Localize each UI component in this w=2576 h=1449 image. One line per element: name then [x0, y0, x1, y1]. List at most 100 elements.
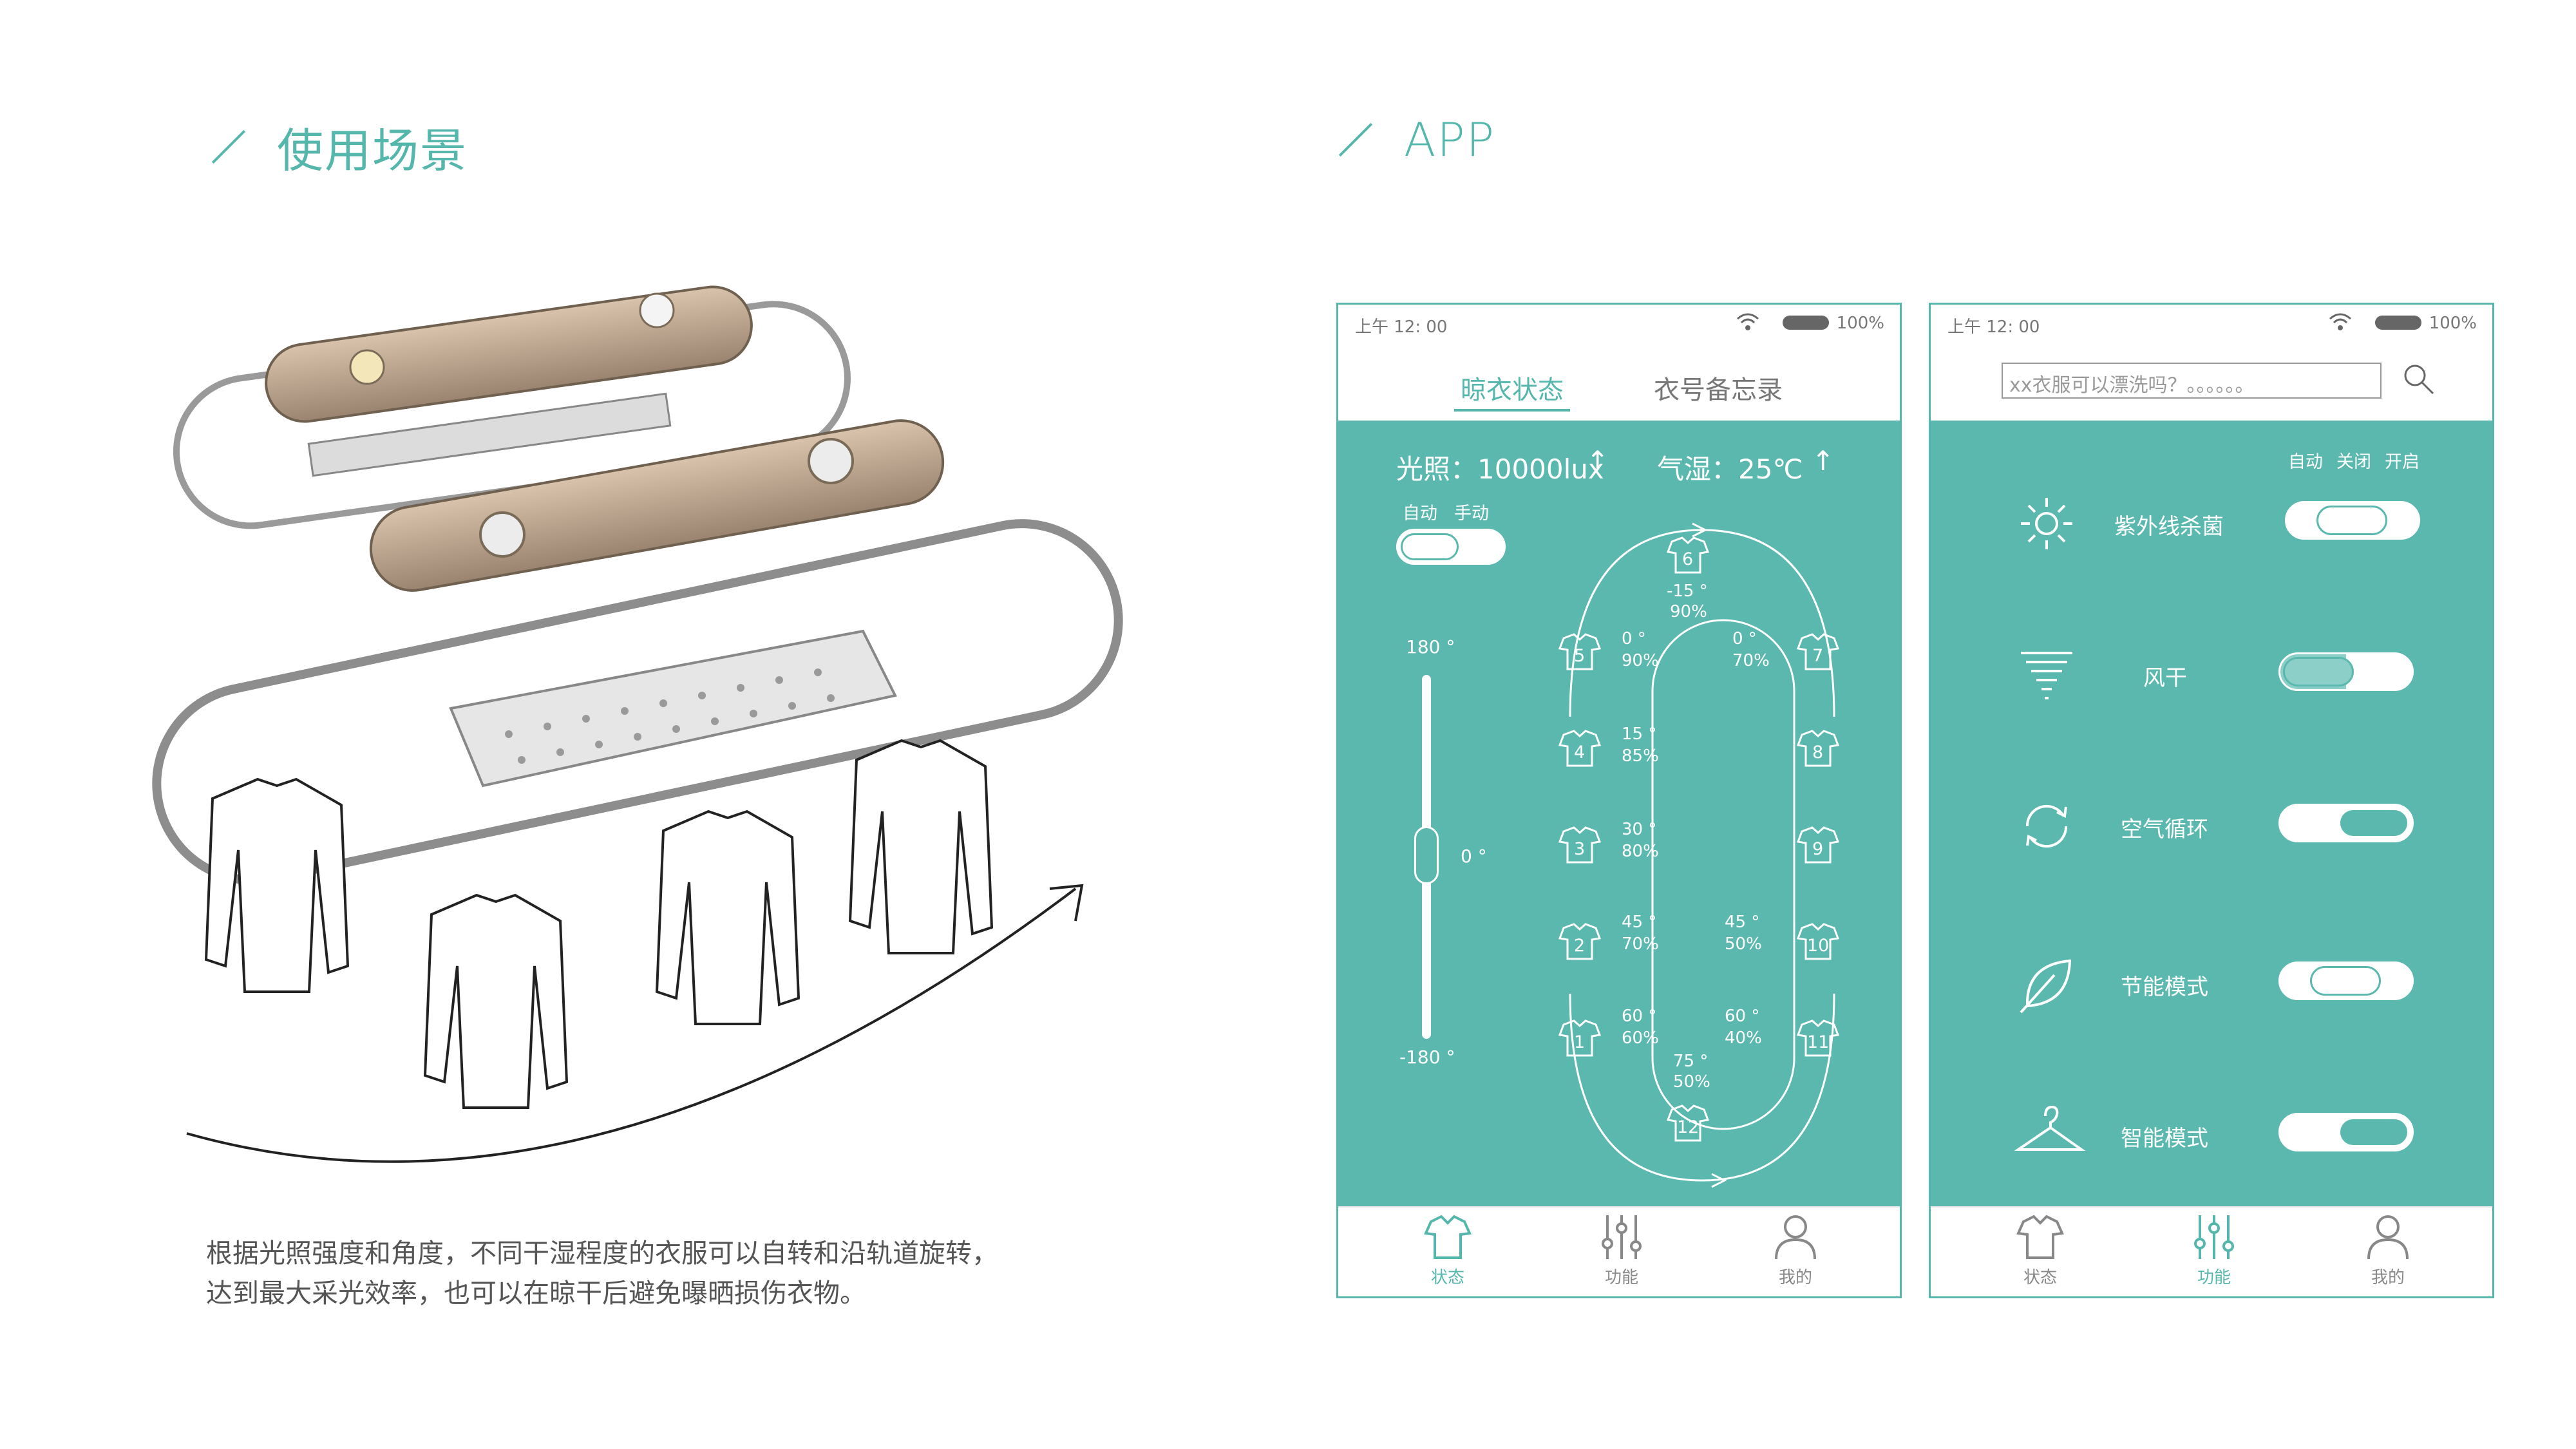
shirt-icon — [2016, 1215, 2064, 1259]
hanger-number: 3 — [1574, 839, 1586, 859]
toggle-knob[interactable] — [2316, 506, 2387, 535]
shirt-icon — [1558, 826, 1602, 864]
hanger-5-angle: 0 ° — [1622, 629, 1646, 649]
status-time: 上午 12: 00 — [1947, 317, 2040, 337]
header-auto: 自动 — [2288, 452, 2323, 472]
hanger-icon — [2014, 1105, 2085, 1151]
energy-toggle[interactable] — [2278, 961, 2414, 1000]
function-label: 节能模式 — [2121, 974, 2208, 1000]
status-time: 上午 12: 00 — [1355, 317, 1448, 337]
phone-function-screen: 上午 12: 00 100% xx衣服可以漂洗吗？。。。。。。 自动 关闭 开启 — [1929, 303, 2494, 1298]
hanger-number: 1 — [1574, 1032, 1586, 1052]
battery-percent: 100% — [2429, 314, 2477, 333]
nav-profile-label: 我的 — [2371, 1268, 2405, 1287]
air-dry-toggle[interactable] — [2278, 652, 2414, 691]
battery-icon — [2375, 316, 2421, 330]
user-icon — [1775, 1215, 1816, 1260]
nav-status-label: 状态 — [2023, 1268, 2057, 1287]
hanger-number: 10 — [1807, 936, 1830, 956]
header-off: 关闭 — [2336, 452, 2371, 472]
toggle-knob[interactable] — [2338, 808, 2409, 838]
hanger-8[interactable]: 8 — [1795, 728, 1841, 771]
hanger-7[interactable]: 7 — [1795, 632, 1841, 674]
nav-profile-label: 我的 — [1778, 1268, 1812, 1287]
tornado-icon — [2021, 652, 2072, 699]
wifi-icon — [1737, 313, 1759, 330]
section-title-app: APP — [1333, 113, 1495, 167]
sun-icon — [2021, 498, 2072, 549]
function-row-energy: 节能模式 — [1931, 936, 2492, 1032]
hanger-7-humidity: 70% — [1732, 651, 1770, 670]
hanger-10-angle: 45 ° — [1725, 913, 1760, 932]
shirt-icon — [1558, 923, 1602, 960]
status-bar: 上午 12: 00 100% — [1931, 305, 2492, 341]
hanger-12[interactable]: 12 — [1665, 1103, 1710, 1146]
function-row-air-dry: 风干 — [1931, 627, 2492, 723]
battery-percent: 100% — [1836, 314, 1884, 333]
hanger-1-humidity: 60% — [1622, 1028, 1659, 1048]
shirt-icon — [1424, 1215, 1472, 1259]
main-rail — [152, 519, 1123, 885]
smart-toggle[interactable] — [2278, 1113, 2414, 1151]
hanger-11-angle: 60 ° — [1725, 1007, 1760, 1026]
hanger-10[interactable]: 10 — [1795, 922, 1841, 964]
toggle-knob[interactable] — [2310, 966, 2381, 996]
nav-profile[interactable]: 我的 — [2340, 1213, 2436, 1288]
search-input[interactable]: xx衣服可以漂洗吗？。。。。。。 — [2002, 363, 2382, 399]
toggle-knob[interactable] — [2283, 657, 2354, 687]
shirt-icon — [1666, 536, 1710, 574]
uv-toggle[interactable] — [2285, 501, 2420, 540]
hanger-4-angle: 15 ° — [1622, 724, 1657, 744]
hanger-1[interactable]: 1 — [1557, 1018, 1602, 1061]
hanger-6-humidity: 90% — [1670, 602, 1707, 621]
wifi-icon — [2329, 313, 2351, 330]
hanger-number: 5 — [1574, 646, 1586, 666]
battery-icon — [1783, 316, 1829, 330]
cycle-icon — [2025, 804, 2068, 848]
caption: 根据光照强度和角度，不同干湿程度的衣服可以自转和沿轨道旋转， 达到最大采光效率，… — [206, 1233, 1108, 1313]
status-bar: 上午 12: 00 100% — [1338, 305, 1900, 341]
hanger-2[interactable]: 2 — [1557, 922, 1602, 964]
function-row-air-cycle: 空气循环 — [1931, 778, 2492, 875]
angle-slider-thumb[interactable] — [1414, 826, 1439, 884]
mode-toggle[interactable] — [1396, 529, 1506, 565]
section-title-scene: 使用场景 — [206, 113, 468, 180]
nav-function-label: 功能 — [1604, 1268, 1638, 1287]
function-label: 风干 — [2143, 665, 2187, 691]
air-cycle-toggle[interactable] — [2278, 804, 2414, 842]
hanger-11[interactable]: 11 — [1795, 1018, 1841, 1061]
hanger-2-angle: 45 ° — [1622, 913, 1657, 932]
hanger-10-humidity: 50% — [1725, 934, 1762, 954]
shirts — [204, 739, 994, 1109]
toggle-knob[interactable] — [2338, 1117, 2409, 1147]
search-icon[interactable] — [2401, 361, 2437, 397]
slash-mark — [211, 129, 246, 164]
hanger-3[interactable]: 3 — [1557, 825, 1602, 867]
nav-profile[interactable]: 我的 — [1747, 1213, 1844, 1288]
humidity-reading: 气湿：25℃ — [1657, 453, 1803, 485]
hanger-5[interactable]: 5 — [1557, 632, 1602, 674]
nav-status[interactable]: 状态 — [1992, 1213, 2088, 1288]
phone-status-screen: 上午 12: 00 100% 晾衣状态 衣号备忘录 光照：10000lux ↑ … — [1336, 303, 1902, 1298]
nav-function[interactable]: 功能 — [2166, 1213, 2262, 1288]
hanger-4[interactable]: 4 — [1557, 728, 1602, 771]
hanger-number: 2 — [1574, 936, 1586, 956]
tab-drying-status[interactable]: 晾衣状态 — [1461, 375, 1564, 405]
slash-mark — [1338, 122, 1373, 157]
nav-status[interactable]: 状态 — [1399, 1213, 1496, 1288]
tab-clothes-memo[interactable]: 衣号备忘录 — [1654, 375, 1783, 405]
function-label: 空气循环 — [2121, 817, 2208, 842]
slider-mid-label: 0 ° — [1461, 846, 1487, 867]
tab-underline — [1454, 409, 1570, 412]
light-reading: 光照：10000lux — [1396, 453, 1604, 485]
rotation-arrow — [186, 884, 1084, 1163]
hanger-9[interactable]: 9 — [1795, 825, 1841, 867]
hanger-12-humidity: 50% — [1673, 1072, 1710, 1092]
hanger-6[interactable]: 6 — [1665, 535, 1710, 578]
lower-unit — [369, 419, 945, 592]
user-icon — [2367, 1215, 2409, 1260]
hanger-number: 9 — [1812, 839, 1824, 859]
mode-toggle-knob[interactable] — [1401, 533, 1459, 560]
hanger-number: 4 — [1574, 743, 1586, 762]
nav-function[interactable]: 功能 — [1573, 1213, 1670, 1288]
